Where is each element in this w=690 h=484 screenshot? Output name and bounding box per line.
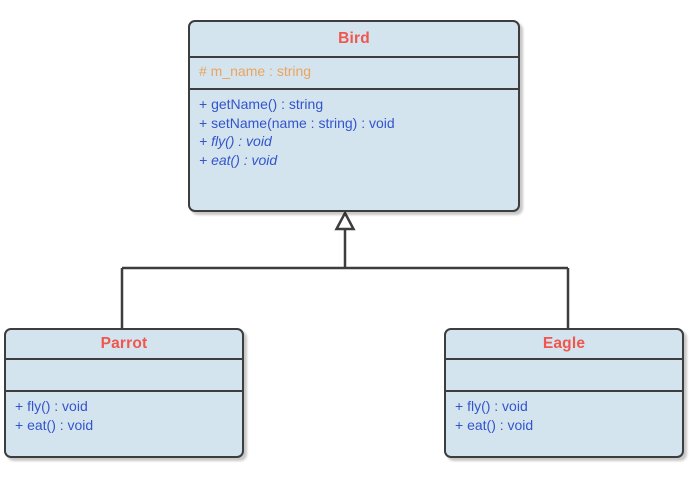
class-name-parrot: Parrot: [100, 335, 148, 352]
operation-row: + fly() : void: [15, 398, 88, 414]
generalization-arrowhead-icon: [334, 210, 356, 231]
operation-row: + setName(name : string) : void: [199, 114, 395, 131]
operations-compartment-eagle: + fly() : void + eat() : void: [446, 392, 682, 440]
class-name-bird: Bird: [338, 30, 370, 47]
class-name-band-eagle: Eagle: [446, 330, 682, 360]
operation-row: + eat() : void: [15, 416, 94, 433]
attributes-compartment-eagle: [446, 360, 682, 392]
operation-row: + getName() : string: [199, 96, 324, 112]
operation-row: + fly() : void: [199, 133, 272, 149]
operations-compartment-bird: + getName() : string + setName(name : st…: [190, 90, 518, 175]
operation-row: + fly() : void: [455, 398, 528, 414]
class-name-eagle: Eagle: [542, 335, 586, 352]
class-box-parrot[interactable]: Parrot + fly() : void + eat() : void: [4, 328, 244, 458]
attributes-compartment-bird: # m_name : string: [190, 58, 518, 90]
operation-row: + eat() : void: [199, 151, 278, 168]
attributes-compartment-parrot: [6, 360, 242, 392]
class-box-bird[interactable]: Bird # m_name : string + getName() : str…: [188, 20, 520, 212]
class-box-eagle[interactable]: Eagle + fly() : void + eat() : void: [444, 328, 684, 458]
class-name-band-bird: Bird: [190, 22, 518, 58]
attribute-row: # m_name : string: [199, 63, 312, 79]
class-name-band-parrot: Parrot: [6, 330, 242, 360]
operation-row: + eat() : void: [455, 416, 534, 433]
operations-compartment-parrot: + fly() : void + eat() : void: [6, 392, 242, 440]
